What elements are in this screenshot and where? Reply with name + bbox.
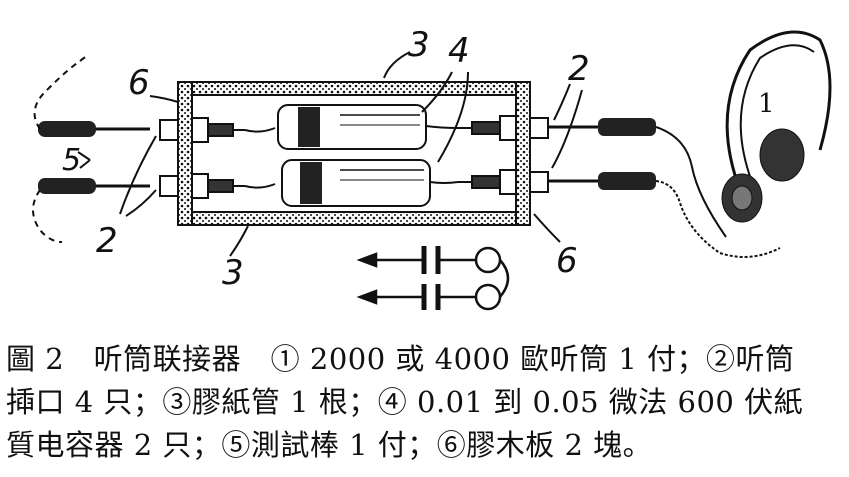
caption-line-1: 圖 2 听筒联接器 ① 2000 或 4000 歐听筒 1 付；②听筒 [6, 342, 795, 376]
callout-leaders [77, 51, 583, 257]
capacitor-schematic [356, 246, 510, 311]
headphone-plug-bottom [548, 172, 656, 190]
caption-line-3: 質电容器 2 只；⑤測試棒 1 付；⑥膠木板 2 塊。 [6, 428, 653, 462]
headphone-number-label: 1 [758, 89, 775, 119]
test-probe-top [33, 55, 150, 137]
test-probe-bottom [32, 178, 150, 243]
callout-3-bottom: 3 [222, 253, 244, 293]
callout-2-left: 2 [96, 221, 118, 261]
headphone [655, 30, 832, 258]
jack-left-top [159, 117, 245, 143]
callout-6-right: 6 [556, 241, 578, 281]
caption-line-2: 揷口 4 只；③膠紙管 1 根；④ 0.01 到 0.05 微法 600 伏紙 [6, 385, 804, 419]
callout-5: 5 [62, 143, 81, 178]
bakelite-board-right [515, 81, 531, 226]
jack-right-bottom [458, 169, 549, 195]
capacitor-bottom [244, 159, 459, 207]
jack-right-top [458, 115, 549, 141]
callout-6-left: 6 [128, 63, 150, 103]
connector-diagram: 1 3 4 6 2 5 2 3 6 [32, 25, 832, 311]
jack-left-bottom [159, 173, 245, 199]
figure-caption: 圖 2 听筒联接器 ① 2000 或 4000 歐听筒 1 付；②听筒 揷口 4… [6, 338, 844, 467]
bakelite-board-left [177, 81, 193, 226]
headphone-plug-top [548, 118, 656, 136]
callout-2-right: 2 [568, 49, 590, 89]
capacitor-top [244, 104, 459, 150]
callout-3-top: 3 [408, 25, 430, 65]
callout-4: 4 [448, 31, 470, 71]
